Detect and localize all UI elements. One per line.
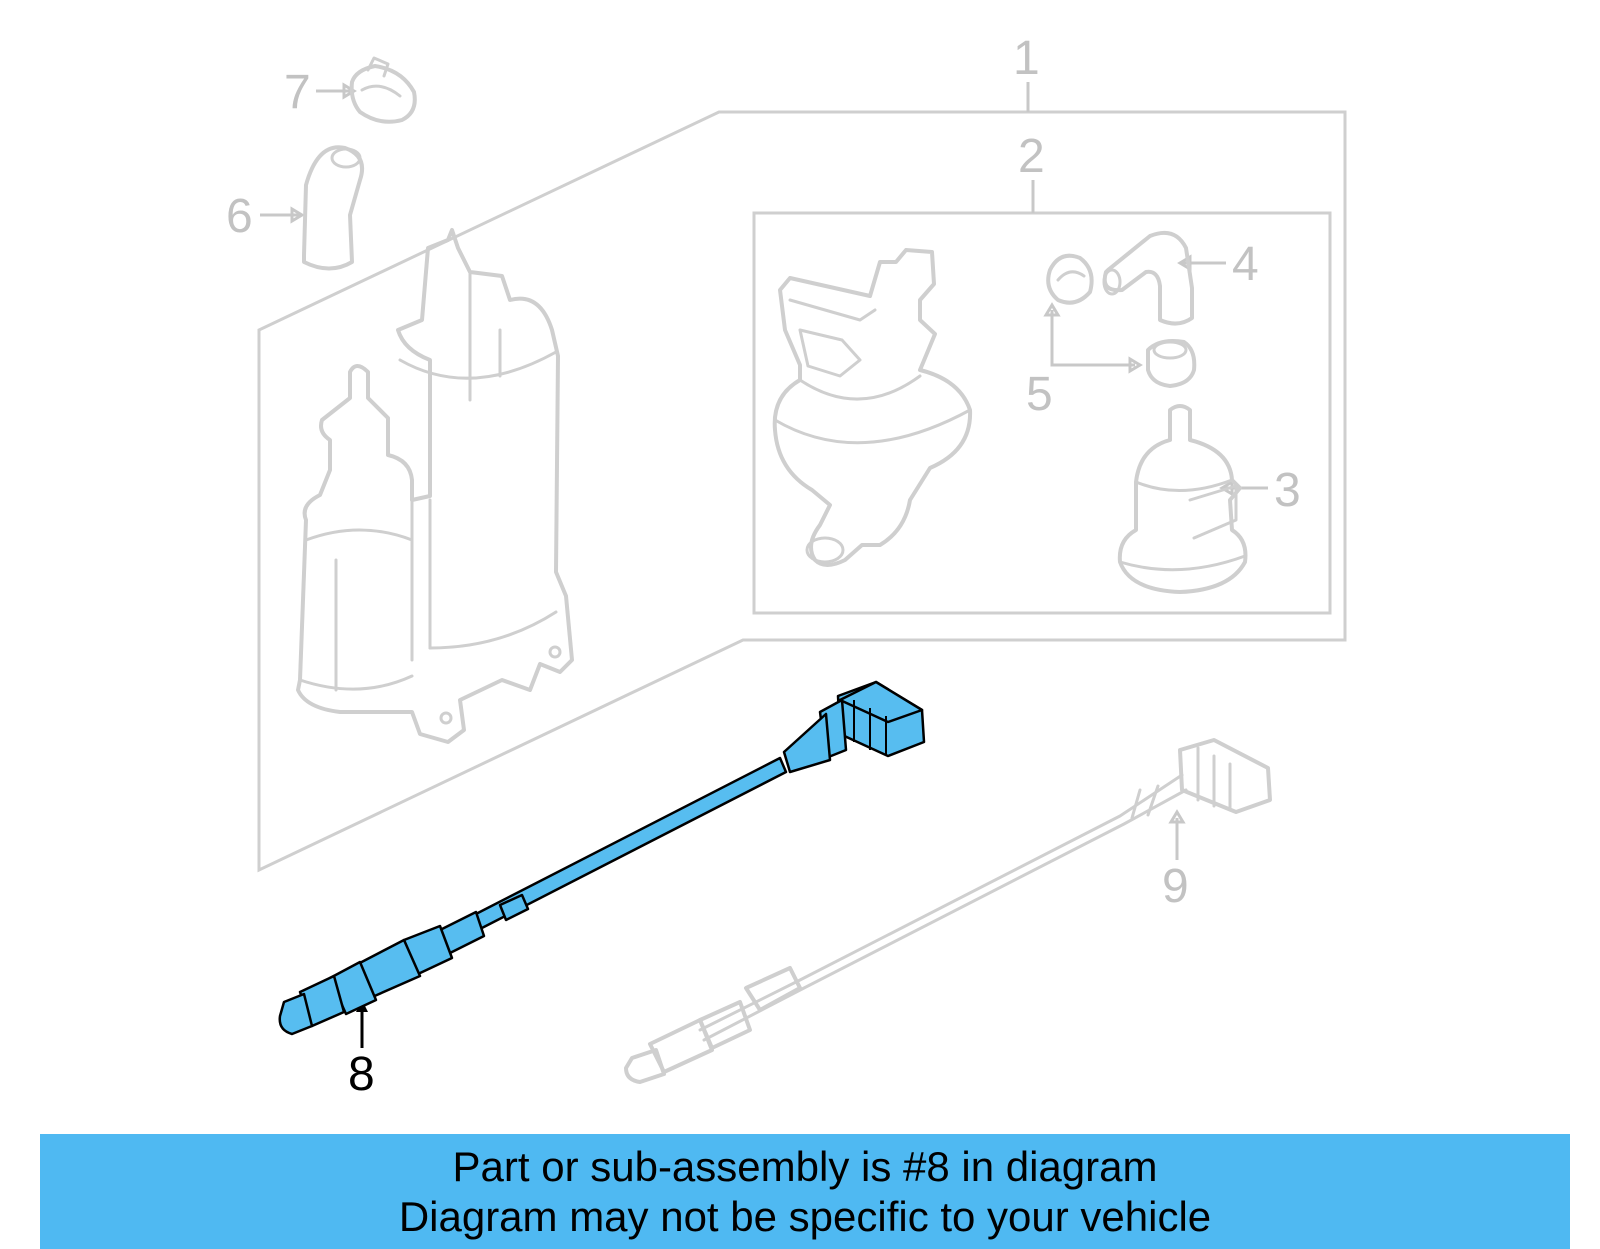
callout-5[interactable]: 5 (1026, 302, 1143, 421)
sensor-body (278, 910, 486, 1036)
svg-text:5: 5 (1026, 368, 1053, 421)
hose-elbow-part-4 (1102, 231, 1194, 326)
banner-line-2: Diagram may not be specific to your vehi… (398, 1192, 1212, 1240)
svg-text:8: 8 (348, 1048, 375, 1101)
canister-assembly (296, 228, 574, 744)
oxygen-sensor-part-9 (624, 738, 1272, 1084)
clamp-part-7 (349, 56, 417, 124)
callout-9[interactable]: 9 (1162, 809, 1189, 913)
sensor-part-3 (1117, 404, 1248, 594)
callout-2[interactable]: 2 (1018, 130, 1045, 213)
clamp-part-5-lower (1146, 339, 1197, 388)
oxygen-sensor-part-8 (278, 680, 926, 1036)
callout-3[interactable]: 3 (1219, 464, 1301, 517)
info-banner: Part or sub-assembly is #8 in diagram Di… (40, 1134, 1570, 1249)
svg-text:3: 3 (1274, 464, 1301, 517)
svg-text:9: 9 (1162, 860, 1189, 913)
callout-1[interactable]: 1 (1013, 32, 1040, 112)
svg-text:1: 1 (1013, 32, 1040, 85)
callout-6[interactable]: 6 (226, 190, 305, 243)
svg-text:4: 4 (1232, 238, 1259, 291)
purge-valve (772, 248, 973, 567)
callout-7[interactable]: 7 (284, 66, 357, 119)
assembly-frame-1 (257, 110, 1347, 873)
svg-text:2: 2 (1018, 130, 1045, 183)
svg-text:7: 7 (284, 66, 311, 119)
sensor-connector (782, 680, 926, 774)
svg-text:6: 6 (226, 190, 253, 243)
banner-line-1: Part or sub-assembly is #8 in diagram (452, 1142, 1158, 1190)
callout-8[interactable]: 8 (348, 1000, 375, 1101)
hose-part-6 (302, 145, 365, 271)
clamp-part-5-upper (1046, 253, 1094, 305)
subassembly-frame-2 (752, 211, 1332, 615)
